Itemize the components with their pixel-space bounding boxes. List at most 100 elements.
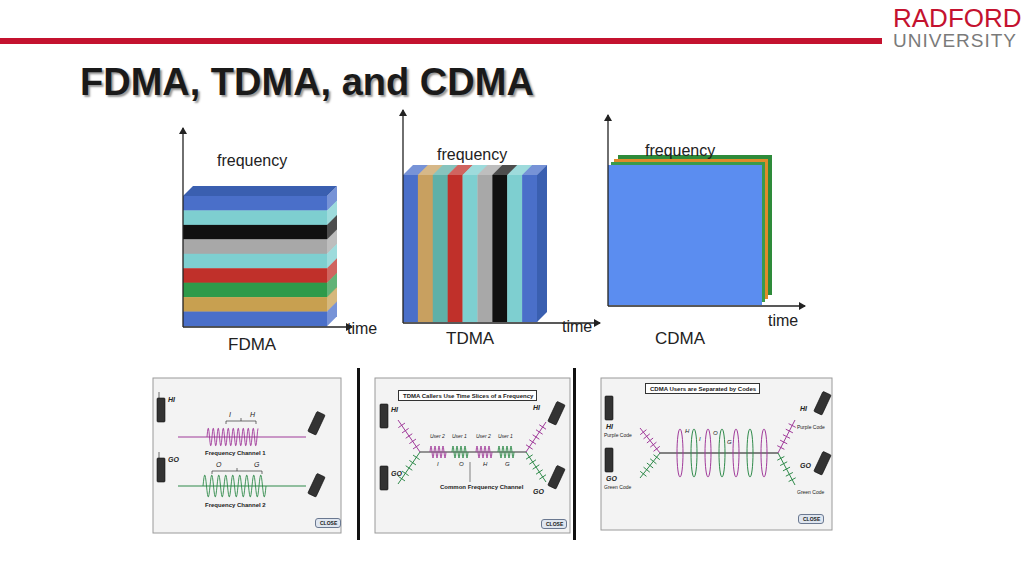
- cdma-block-part: [608, 165, 762, 305]
- letter: H: [250, 411, 255, 419]
- wave-strokes-part: [733, 429, 739, 477]
- wave-strokes-part: [647, 463, 653, 468]
- tdma-block-part: [522, 175, 537, 322]
- wave-strokes-part: [777, 456, 784, 460]
- wave-strokes-part: [526, 452, 546, 482]
- axes-part: [183, 326, 352, 327]
- wave-strokes-part: [705, 429, 711, 477]
- close-button: CLOSE: [541, 519, 567, 529]
- panel-title-box: CDMA Users are Separated by Codes: [645, 383, 760, 394]
- wave-strokes-part: [747, 429, 753, 477]
- wave-strokes-part: [780, 440, 787, 444]
- phones-part: [159, 452, 160, 458]
- wave-strokes-part: [640, 428, 660, 453]
- code-label: Purple Code: [797, 425, 825, 431]
- wave-strokes-part: [780, 462, 787, 466]
- letter: G: [727, 439, 732, 446]
- wave-strokes-part: [398, 452, 420, 484]
- caller-word: GO: [391, 470, 402, 478]
- wave-strokes-part: [786, 429, 793, 433]
- letter: I: [699, 436, 701, 443]
- caller-word: HI: [391, 406, 398, 414]
- cdma-block: [608, 155, 772, 305]
- fdma-block-part: [183, 210, 327, 225]
- wave-strokes-part: [413, 444, 420, 449]
- caller-word: HI: [168, 396, 175, 404]
- screenshot-panels-part: [375, 378, 570, 533]
- fdma-block-part: [183, 297, 327, 312]
- wave-strokes-part: [398, 476, 405, 481]
- user-label: User 2: [476, 434, 491, 440]
- fdma-block-part: [183, 225, 327, 240]
- wave-strokes-part: [398, 420, 420, 452]
- code-label: Green Code: [604, 485, 631, 491]
- wave-strokes-part: [526, 445, 533, 449]
- axes: [183, 110, 805, 327]
- screenshot-panels: [153, 368, 832, 540]
- wave-strokes-part: [452, 446, 468, 458]
- channel-lines-part: [226, 418, 256, 424]
- axis-label: frequency: [217, 152, 287, 170]
- channel-lines-part: [178, 485, 306, 486]
- wave-strokes-part: [498, 446, 514, 458]
- panel-title-box: TDMA Callers Use Time Slices of a Freque…: [398, 390, 537, 401]
- caller-word: HI: [533, 404, 540, 412]
- block-caption: TDMA: [446, 330, 494, 349]
- wave-strokes-part: [654, 455, 660, 460]
- phones-part: [605, 448, 613, 472]
- wave-strokes-part: [536, 470, 543, 474]
- panel-title: TDMA Callers Use Time Slices of a Freque…: [403, 393, 532, 400]
- wave-strokes-part: [644, 434, 650, 439]
- wave-strokes-part: [402, 471, 409, 476]
- code-label: Green Code: [797, 490, 824, 496]
- phones-part: [548, 401, 565, 425]
- phones-part: [814, 391, 831, 415]
- panel-title: CDMA Users are Separated by Codes: [650, 386, 755, 393]
- channel-label: Common Frequency Channel: [440, 484, 523, 491]
- fdma-block-part: [183, 196, 327, 211]
- axis-label: frequency: [645, 142, 715, 160]
- caller-word: HI: [606, 423, 613, 431]
- wave-strokes-part: [640, 430, 646, 435]
- caller-word: HI: [800, 405, 807, 413]
- wave-strokes-part: [406, 434, 413, 439]
- channel-lines: [178, 418, 778, 486]
- tdma-block-part: [463, 175, 478, 322]
- screenshot-panels-part: [153, 378, 341, 533]
- wave-strokes-part: [719, 429, 725, 477]
- fdma-block: [183, 186, 337, 326]
- axis-label: time: [562, 318, 592, 336]
- button-text: CLOSE: [546, 522, 562, 528]
- tdma-block-part: [403, 175, 418, 322]
- wave-strokes-part: [650, 459, 656, 464]
- wave-strokes-part: [539, 425, 546, 429]
- wave-strokes-part: [777, 446, 784, 450]
- wave-strokes: [203, 420, 796, 497]
- wave-strokes-part: [691, 429, 697, 477]
- axes-part: [608, 305, 805, 306]
- wave-strokes-part: [533, 465, 540, 469]
- button-text: CLOSE: [803, 517, 819, 523]
- wave-strokes-part: [203, 475, 266, 496]
- wave-strokes-part: [654, 446, 660, 451]
- wave-strokes-part: [783, 467, 790, 471]
- phones-part: [308, 411, 325, 435]
- letter: I: [229, 411, 231, 419]
- wave-strokes-part: [529, 440, 536, 444]
- phones-part: [605, 396, 613, 420]
- wave-strokes-part: [409, 460, 416, 465]
- wave-strokes-part: [778, 420, 795, 453]
- wave-strokes-part: [526, 422, 546, 452]
- axis-label: time: [768, 312, 798, 330]
- phones-part: [548, 465, 565, 489]
- tdma-block-part: [507, 175, 522, 322]
- wave-strokes-part: [647, 438, 653, 443]
- letter: O: [459, 461, 464, 468]
- slide-title: FDMA, TDMA, and CDMA: [80, 62, 534, 104]
- screenshot-panels-part: [357, 368, 360, 540]
- block-caption: FDMA: [228, 336, 276, 355]
- wave-strokes-part: [650, 442, 656, 447]
- caller-word: GO: [533, 488, 544, 496]
- axes-part: [182, 128, 183, 327]
- wave-strokes-part: [409, 439, 416, 444]
